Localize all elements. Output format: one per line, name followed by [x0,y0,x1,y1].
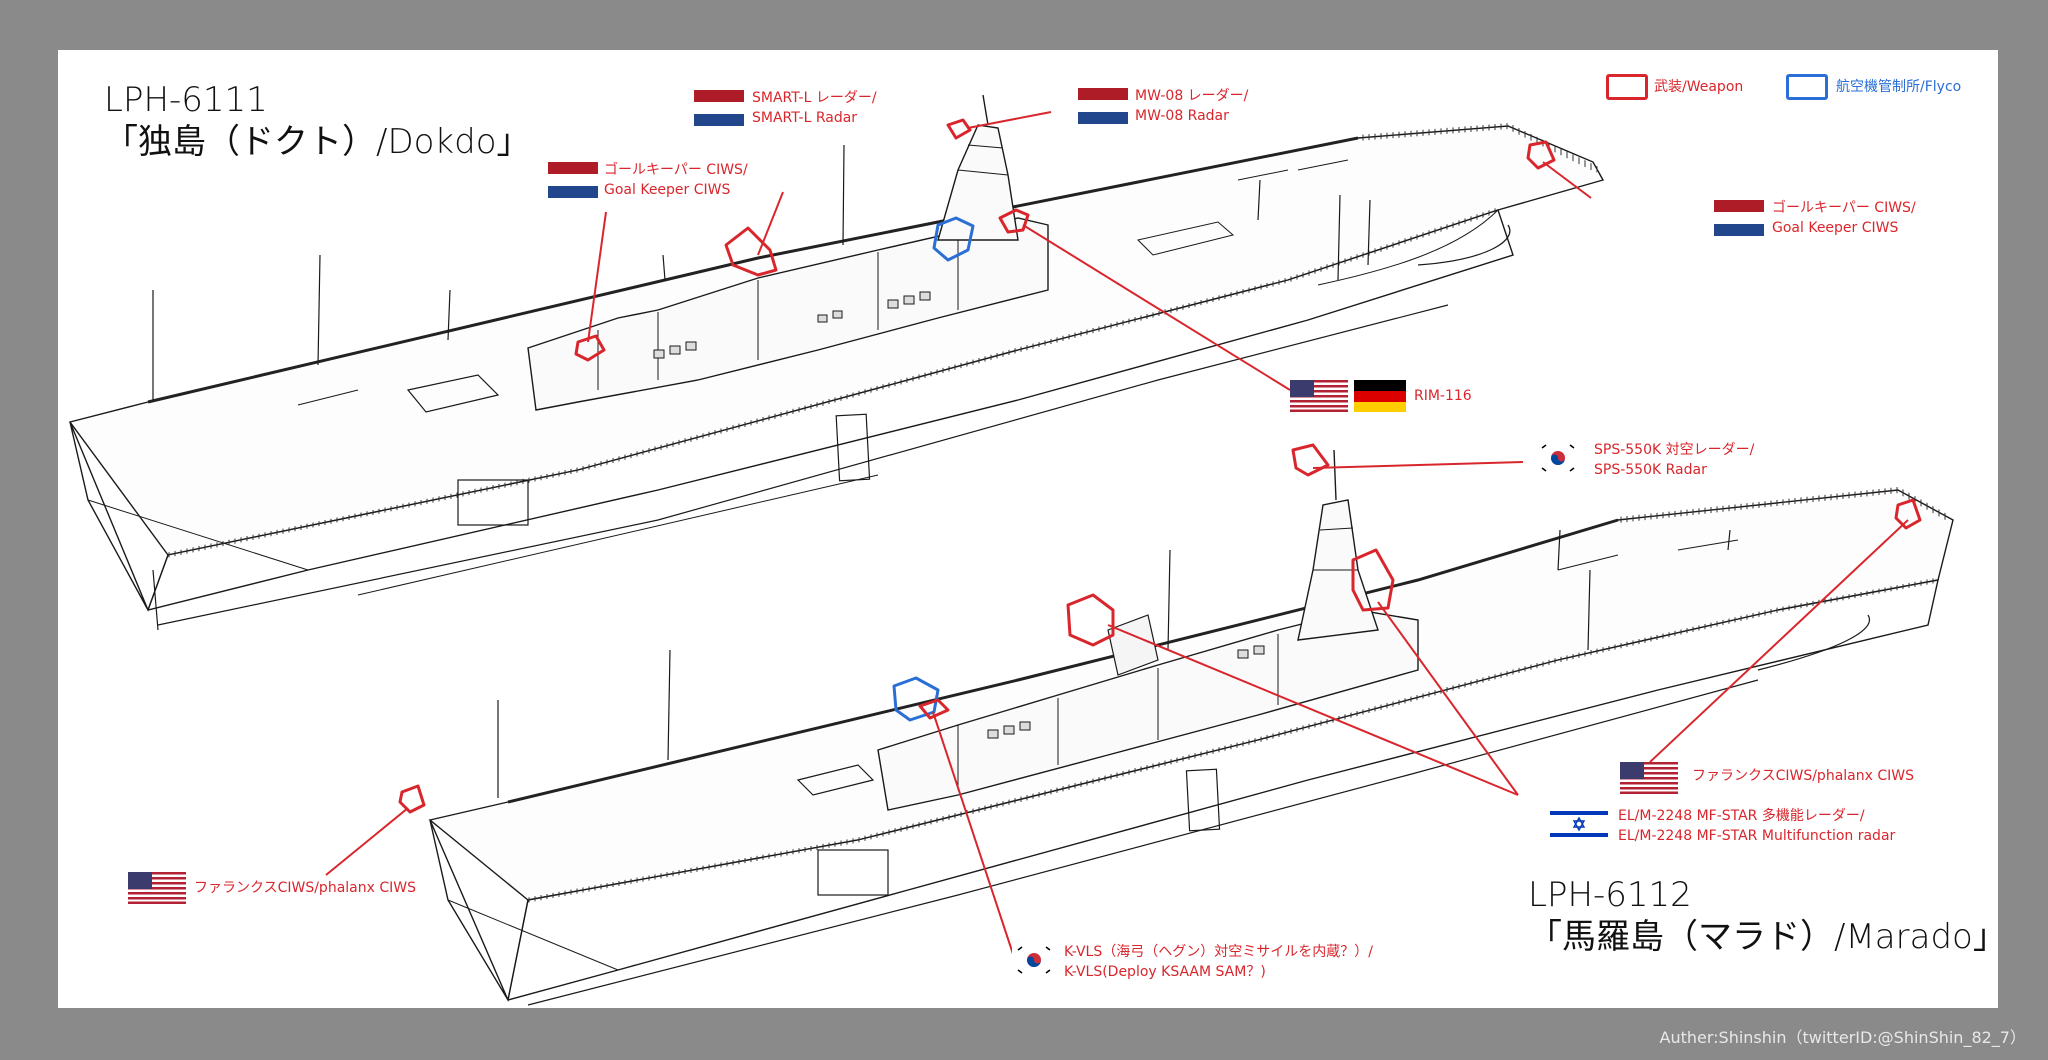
usa-flag-icon [128,872,186,904]
mfstar-label-en: EL/M-2248 MF-STAR Multifunction radar [1618,828,1896,844]
dokdo-hull-number: LPH-6111 [104,80,268,120]
goalkeeper-fwd-label: ゴールキーパー CIWS/ Goal Keeper CIWS [604,160,748,200]
ship-marado-drawing [428,449,1954,1006]
sps550k-label: SPS-550K 対空レーダー/ SPS-550K Radar [1594,440,1754,480]
netherlands-flag-icon [1714,200,1764,236]
sps550k-marker [1291,443,1330,477]
marado-title: LPH-6112 「馬羅島（マラド）/Marado」 [1528,875,1998,959]
ship-dokdo-drawing [68,94,1605,631]
sps550k-label-en: SPS-550K Radar [1594,462,1707,478]
ship-line-drawings [68,94,1954,1006]
flyco-legend-swatch [1786,74,1828,100]
smart-l-label: SMART-L レーダー/ SMART-L Radar [752,88,877,128]
kvls-label-en: K-VLS(Deploy KSAAM SAM？) [1064,964,1266,980]
rim116-label: RIM-116 [1414,388,1472,404]
weapon-legend-label: 武装/Weapon [1654,79,1744,95]
marado-hull-number: LPH-6112 [1528,875,1692,915]
netherlands-flag-icon [1078,88,1128,124]
goalkeeper-aft-label-en: Goal Keeper CIWS [1772,220,1899,236]
mw08-label-jp: MW-08 レーダー/ [1135,88,1249,104]
marado-island [877,609,1419,811]
flyco-legend-label: 航空機管制所/Flyco [1836,79,1962,95]
illustration-canvas: LPH-6111 「独島（ドクト）/Dokdo」 LPH-6112 「馬羅島（マ… [58,50,1998,1008]
netherlands-flag-icon [548,162,598,198]
goalkeeper-fwd-label-en: Goal Keeper CIWS [604,182,731,198]
rim116-dokdo-marker [998,208,1030,234]
marado-name: 「馬羅島（マラド）/Marado」 [1528,917,1998,957]
goalkeeper-aft-label: ゴールキーパー CIWS/ Goal Keeper CIWS [1772,198,1916,238]
goalkeeper-fwd-label-jp: ゴールキーパー CIWS/ [604,162,748,178]
usa-flag-icon [1290,380,1348,412]
dokdo-title: LPH-6111 「独島（ドクト）/Dokdo」 [104,80,531,164]
phalanx-fwd-marker [398,784,426,814]
germany-flag-icon [1354,380,1406,412]
weapon-legend-swatch [1606,74,1648,100]
kvls-label: K-VLS（海弓（ヘグン）対空ミサイルを内蔵？）/ K-VLS(Deploy K… [1064,942,1373,982]
israel-flag-icon [1550,808,1608,840]
smart-l-label-jp: SMART-L レーダー/ [752,90,877,106]
kvls-marker [918,698,950,720]
usa-flag-icon [1620,762,1678,794]
mw08-label: MW-08 レーダー/ MW-08 Radar [1135,86,1248,126]
leader-lines [325,111,1909,955]
smart-l-marker [724,226,778,277]
sps550k-label-jp: SPS-550K 対空レーダー/ [1594,442,1755,458]
south-korea-flag-icon [1012,944,1056,976]
smart-l-label-en: SMART-L Radar [752,110,858,126]
phalanx-aft-label: ファランクスCIWS/phalanx CIWS [1692,768,1914,784]
mfstar-label-jp: EL/M-2248 MF-STAR 多機能レーダー/ [1618,808,1865,824]
mfstar-aft-marker [1351,548,1395,612]
goalkeeper-aft-label-jp: ゴールキーパー CIWS/ [1772,200,1916,216]
netherlands-flag-icon [694,90,744,126]
mw08-marker [946,118,972,140]
flyco-dokdo-marker [932,216,975,262]
kvls-label-jp: K-VLS（海弓（ヘグン）対空ミサイルを内蔵？）/ [1064,944,1373,960]
mfstar-fwd-marker [1066,593,1115,647]
dokdo-mast [937,124,1019,241]
phalanx-fwd-label: ファランクスCIWS/phalanx CIWS [194,880,416,896]
south-korea-flag-icon [1536,442,1580,474]
mfstar-label: EL/M-2248 MF-STAR 多機能レーダー/ EL/M-2248 MF-… [1618,806,1895,846]
mw08-label-en: MW-08 Radar [1135,108,1229,124]
dokdo-name: 「独島（ドクト）/Dokdo」 [104,122,531,162]
phalanx-aft-marker [1894,498,1922,530]
author-credit: Auther:Shinshin（twitterID:@ShinShin_82_7… [1659,1028,2027,1047]
goalkeeper-fwd-marker [574,334,606,362]
